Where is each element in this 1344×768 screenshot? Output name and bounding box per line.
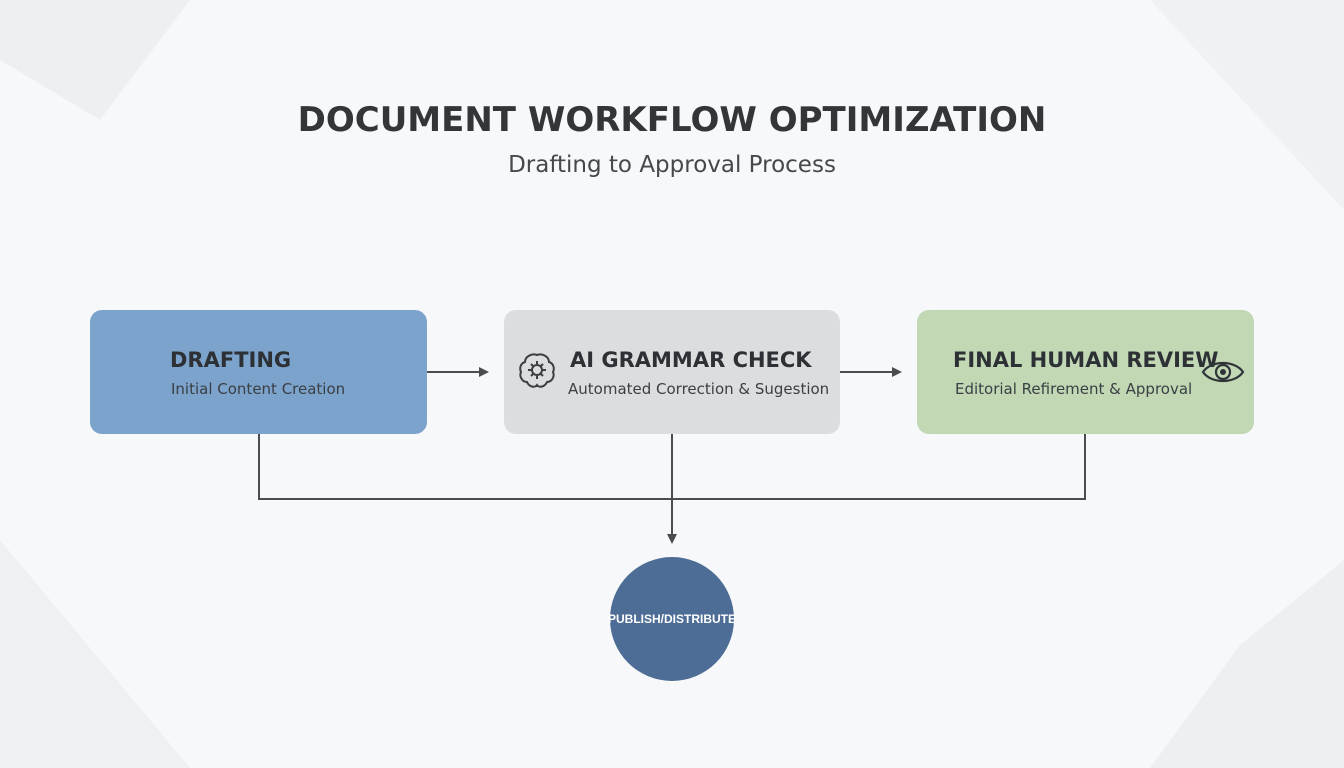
brain-gear-icon bbox=[519, 353, 555, 388]
publish-distribute-node: PUBLISH/DISTRIBUTE bbox=[608, 557, 737, 681]
bg-shape-bottom-left bbox=[0, 540, 190, 768]
step-review-title: FINAL HUMAN REVIEW bbox=[953, 348, 1219, 372]
step-drafting-title: DRAFTING bbox=[170, 348, 292, 372]
bg-shape-top-left bbox=[0, 0, 190, 120]
page-title: DOCUMENT WORKFLOW OPTIMIZATION bbox=[297, 100, 1047, 140]
bg-shape-top-right bbox=[1150, 0, 1344, 210]
step-drafting: DRAFTING Initial Content Creation bbox=[90, 310, 427, 434]
step-ai-grammar-check: AI GRAMMAR CHECK Automated Correction & … bbox=[504, 310, 840, 434]
page-subtitle: Drafting to Approval Process bbox=[508, 152, 836, 178]
step-review-subtitle: Editorial Refirement & Approval bbox=[955, 380, 1193, 398]
step-ai-subtitle: Automated Correction & Sugestion bbox=[568, 380, 830, 398]
step-drafting-subtitle: Initial Content Creation bbox=[171, 380, 346, 398]
eye-icon bbox=[1201, 361, 1245, 383]
step-ai-title: AI GRAMMAR CHECK bbox=[570, 348, 812, 372]
publish-distribute-label: PUBLISH/DISTRIBUTE bbox=[608, 612, 737, 626]
step-final-human-review: FINAL HUMAN REVIEW Editorial Refirement … bbox=[917, 310, 1254, 434]
bg-shape-bottom-right bbox=[1150, 560, 1344, 768]
